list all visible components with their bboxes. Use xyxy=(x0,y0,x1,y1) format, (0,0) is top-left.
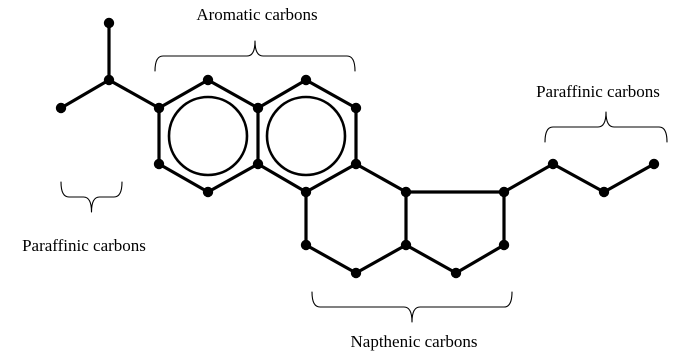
carbon-atom xyxy=(350,102,362,114)
bond-line xyxy=(304,78,358,110)
bond-line xyxy=(354,162,408,194)
paraffinic-right-brace xyxy=(544,111,668,143)
carbon-atom xyxy=(350,267,362,279)
paraffinic-carbons-left-label: Paraffinic carbons xyxy=(22,236,146,255)
bond-line xyxy=(157,78,210,110)
bond-line xyxy=(602,162,656,194)
carbon-atom xyxy=(498,239,510,251)
bond-line xyxy=(404,243,458,275)
aromatic-ring-right xyxy=(265,95,347,177)
carbon-atom xyxy=(103,17,115,29)
aromatic-ring-left xyxy=(167,95,249,177)
carbon-atom xyxy=(252,102,264,114)
bonds-group xyxy=(59,21,656,275)
carbon-atom xyxy=(498,186,510,198)
carbon-atom xyxy=(400,239,412,251)
napthenic-carbons-label: Napthenic carbons xyxy=(351,332,478,351)
bond-line xyxy=(107,78,161,110)
bond-line xyxy=(454,243,506,275)
carbon-atom xyxy=(598,186,610,198)
aromatic-brace xyxy=(154,40,356,72)
bond-line xyxy=(157,162,210,194)
paraffinic-left-brace xyxy=(60,181,123,213)
carbon-atom xyxy=(153,102,165,114)
carbon-atom xyxy=(252,158,264,170)
atoms-group xyxy=(55,17,660,279)
carbon-atom xyxy=(55,102,67,114)
bond-line xyxy=(304,162,358,194)
carbon-atom xyxy=(450,267,462,279)
bond-line xyxy=(304,243,358,275)
carbon-atom xyxy=(300,186,312,198)
carbon-atom xyxy=(202,74,214,86)
bond-line xyxy=(256,78,308,110)
carbon-atom xyxy=(103,74,115,86)
bond-line xyxy=(206,162,260,194)
braces-group xyxy=(60,40,668,323)
bond-line xyxy=(206,78,260,110)
aromatic-rings-group xyxy=(167,95,347,177)
carbon-atom xyxy=(648,158,660,170)
bond-line xyxy=(551,162,606,194)
carbon-atom xyxy=(153,158,165,170)
paraffinic-carbons-right-label: Paraffinic carbons xyxy=(536,82,660,101)
napthenic-brace xyxy=(311,291,513,323)
bond-line xyxy=(354,243,408,275)
carbon-atom xyxy=(300,239,312,251)
carbon-atom xyxy=(202,186,214,198)
carbon-atom xyxy=(547,158,559,170)
bond-line xyxy=(502,162,555,194)
bond-line xyxy=(256,162,308,194)
carbon-atom xyxy=(300,74,312,86)
carbon-atom xyxy=(400,186,412,198)
bond-line xyxy=(59,78,111,110)
carbon-atom xyxy=(350,158,362,170)
aromatic-carbons-label: Aromatic carbons xyxy=(196,5,317,24)
